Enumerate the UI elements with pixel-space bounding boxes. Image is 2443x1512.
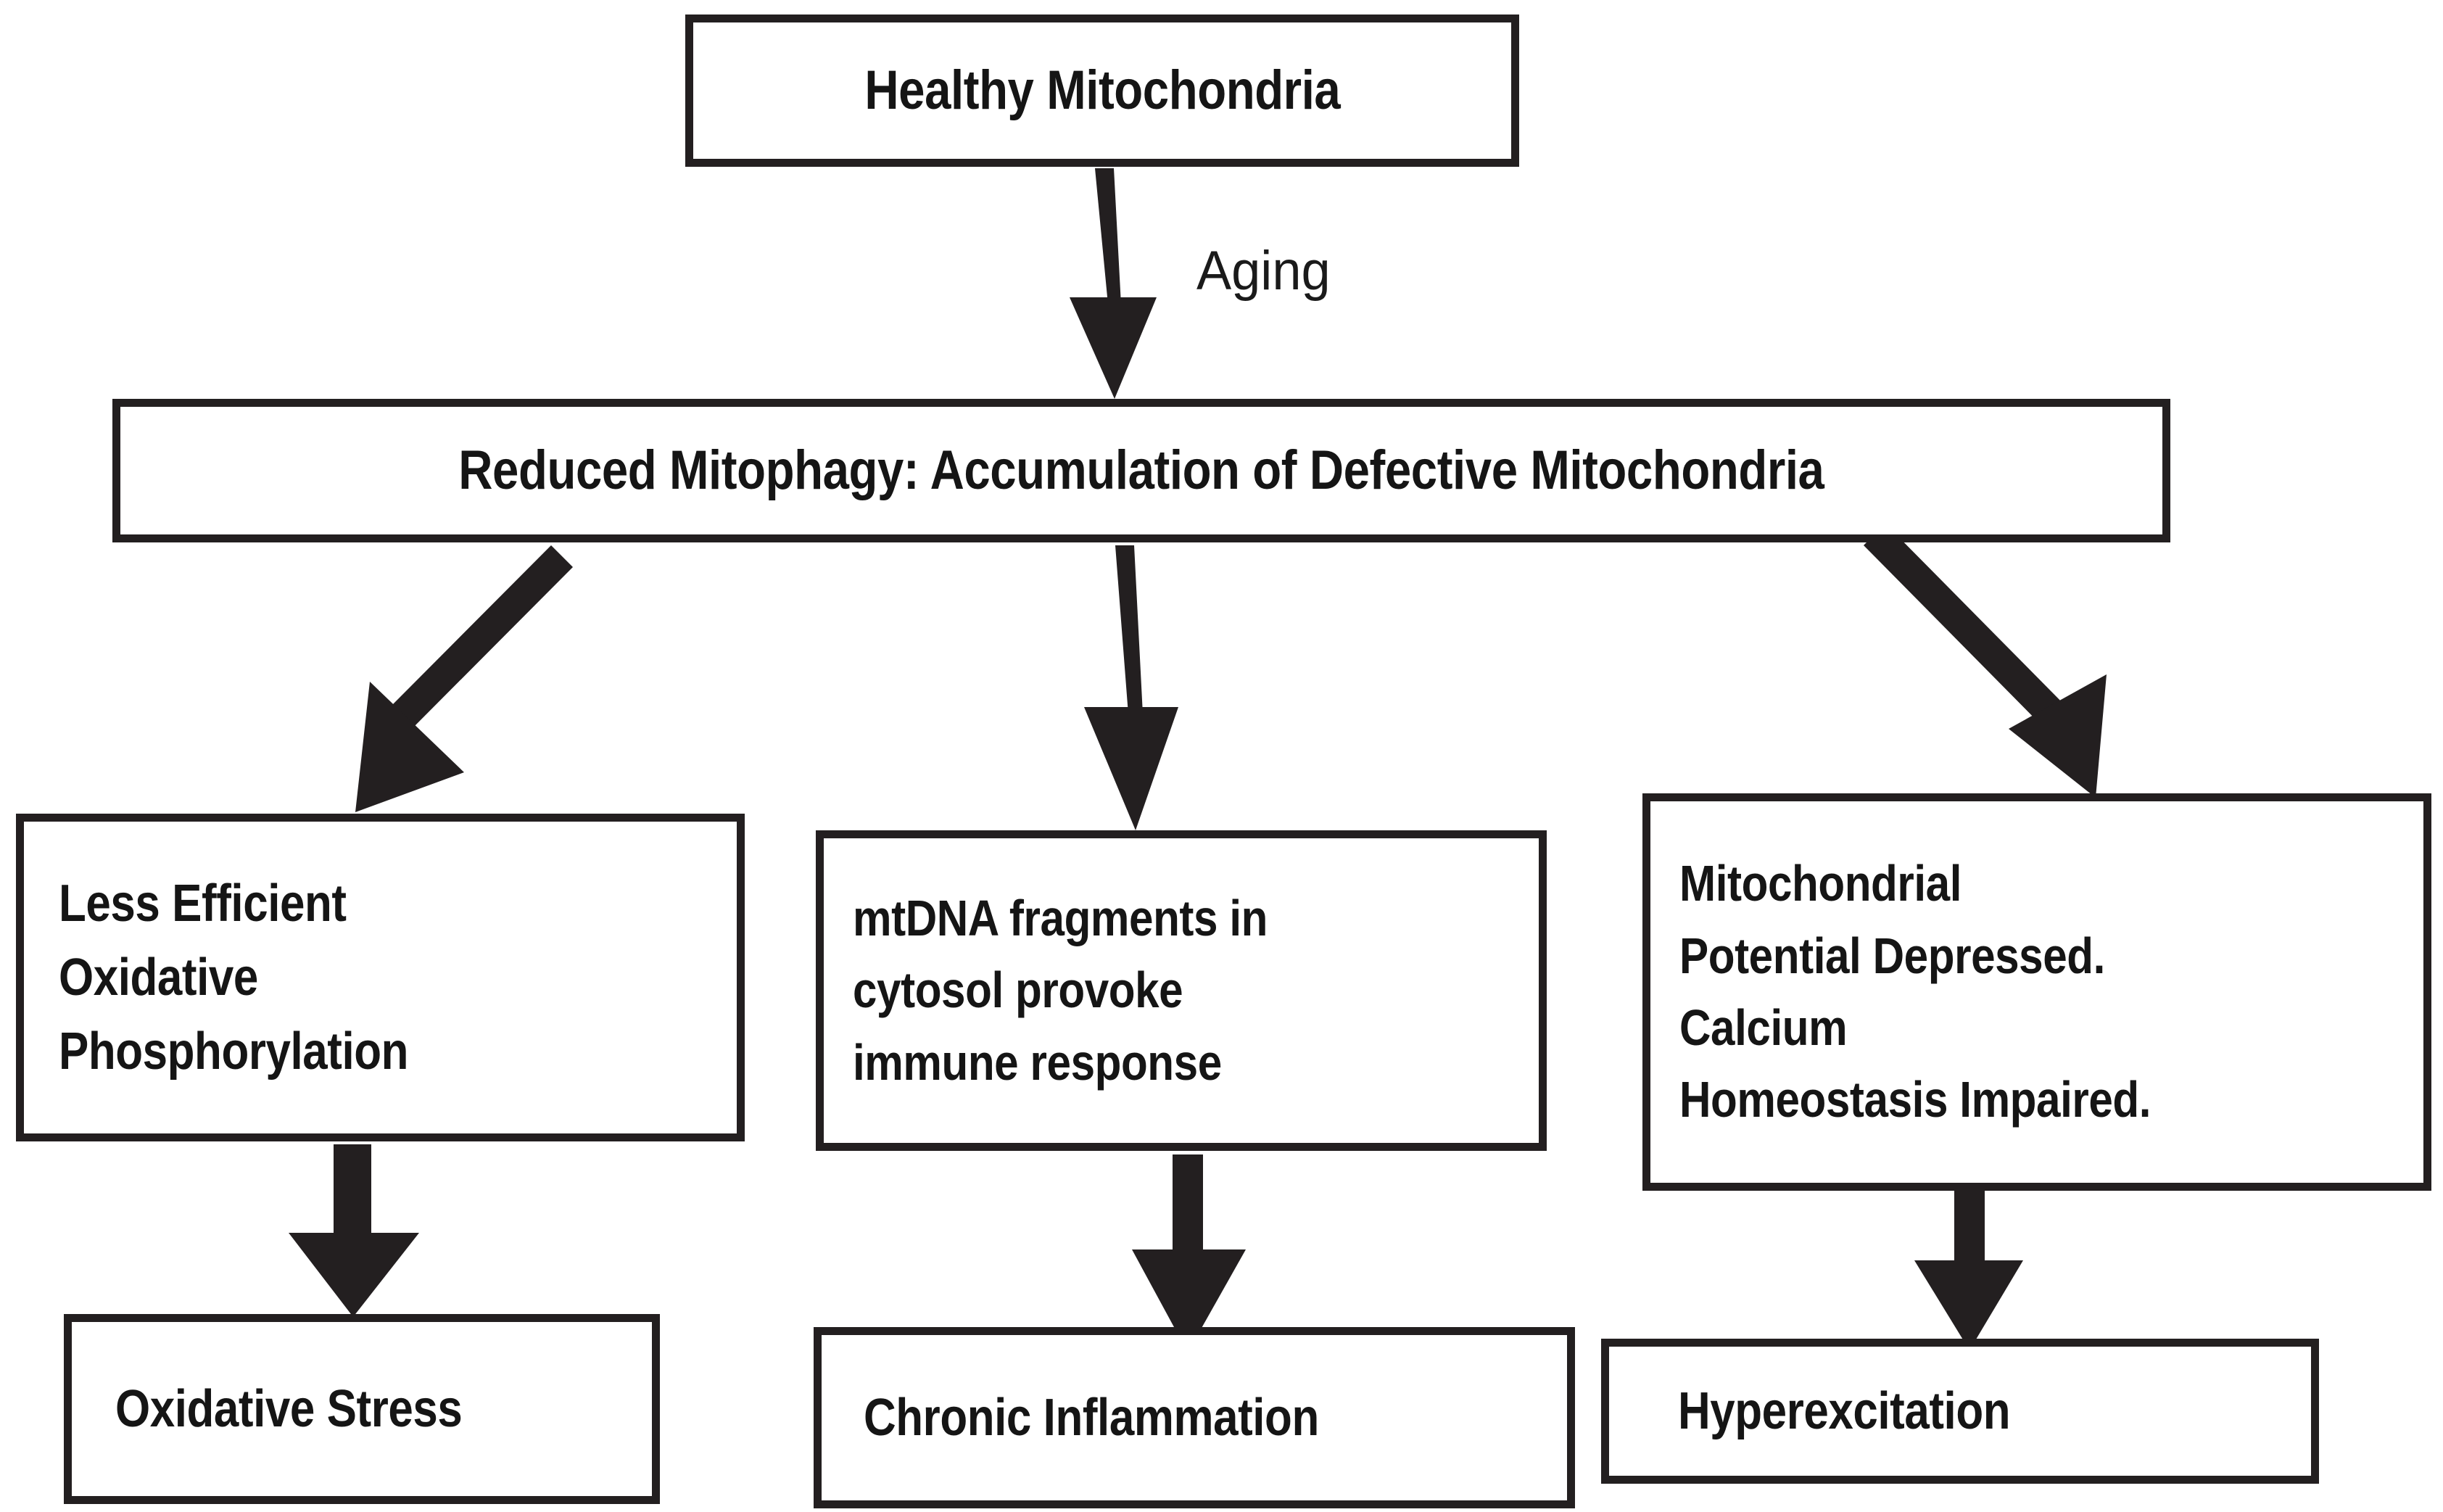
- node-hyperexcitation-label: Hyperexcitation: [1678, 1381, 2011, 1440]
- node-reduced-mitophagy[interactable]: Reduced Mitophagy: Accumulation of Defec…: [112, 399, 2170, 542]
- node-mtdna-fragments[interactable]: mtDNA fragments in cytosol provoke immun…: [816, 830, 1547, 1151]
- node-reduced-mitophagy-label: Reduced Mitophagy: Accumulation of Defec…: [458, 439, 1824, 502]
- node-oxidative-stress[interactable]: Oxidative Stress: [64, 1314, 660, 1504]
- node-mitochondrial-potential-label: Mitochondrial Potential Depressed. Calci…: [1679, 855, 2151, 1128]
- edge-label-aging: Aging: [1196, 240, 1331, 302]
- node-mitochondrial-potential[interactable]: Mitochondrial Potential Depressed. Calci…: [1642, 793, 2431, 1191]
- arrow-mtdna-to-inflammation: [1132, 1154, 1246, 1352]
- arrow-reduced-to-mtdna: [1084, 545, 1178, 830]
- arrow-oxphos-to-oxidative-stress: [289, 1144, 419, 1317]
- node-healthy-mitochondria-label: Healthy Mitochondria: [864, 59, 1340, 122]
- node-less-efficient-oxphos[interactable]: Less Efficient Oxidative Phosphorylation: [16, 814, 745, 1141]
- arrow-healthy-to-reduced: [1070, 168, 1157, 399]
- arrow-reduced-to-potential: [1864, 524, 2107, 798]
- arrow-reduced-to-oxphos: [355, 545, 573, 812]
- node-oxidative-stress-label: Oxidative Stress: [115, 1379, 463, 1438]
- node-healthy-mitochondria[interactable]: Healthy Mitochondria: [685, 15, 1519, 167]
- arrow-potential-to-hyperexcite: [1914, 1188, 2023, 1350]
- node-chronic-inflammation[interactable]: Chronic Inflammation: [814, 1327, 1575, 1508]
- node-less-efficient-oxphos-label: Less Efficient Oxidative Phosphorylation: [59, 874, 409, 1081]
- node-chronic-inflammation-label: Chronic Inflammation: [864, 1388, 1319, 1447]
- node-mtdna-fragments-label: mtDNA fragments in cytosol provoke immun…: [853, 889, 1268, 1091]
- node-hyperexcitation[interactable]: Hyperexcitation: [1601, 1339, 2319, 1484]
